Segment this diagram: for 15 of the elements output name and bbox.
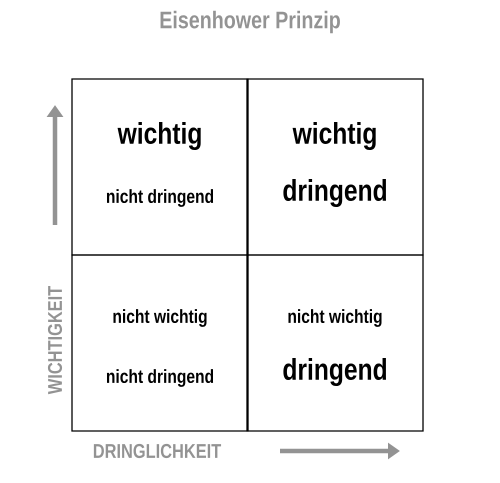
- quadrant-box: [71, 78, 249, 256]
- cell-text: wichtig: [292, 122, 376, 150]
- quadrant-box: [71, 254, 249, 432]
- cell-text: nicht wichtig: [288, 309, 382, 327]
- quadrant-box: [246, 78, 424, 256]
- title: Eisenhower Prinzip: [160, 10, 340, 34]
- cell-text: nicht dringend: [106, 189, 214, 207]
- quadrant-box: [246, 254, 424, 432]
- cell-text: wichtig: [118, 122, 201, 150]
- axis-label: DRINGLICHKEIT: [94, 444, 222, 458]
- cell-text: nicht wichtig: [113, 309, 207, 327]
- cell-text: nicht dringend: [106, 369, 214, 387]
- cell-text: dringend: [283, 178, 386, 208]
- cell-text: dringend: [283, 358, 386, 386]
- axis-label: WICHTIGKEIT: [48, 286, 62, 394]
